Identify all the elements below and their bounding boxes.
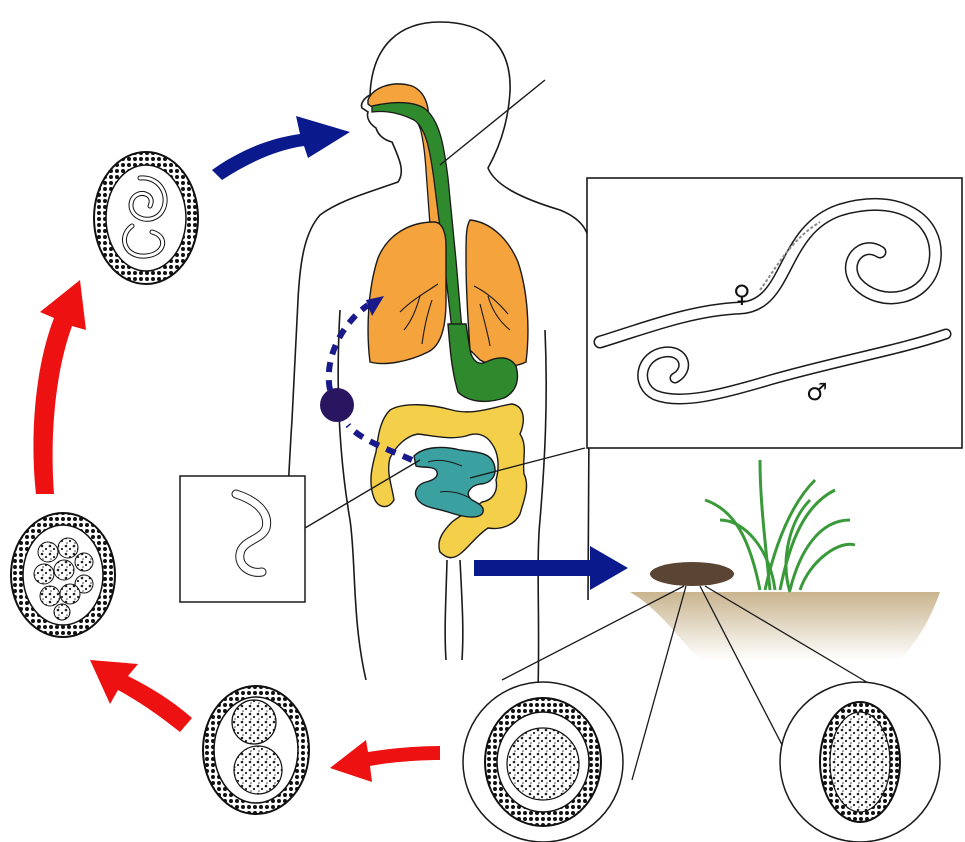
ingestion-arrow (212, 116, 350, 180)
fertilized-egg-circle (463, 682, 623, 842)
development-arrow-3 (33, 280, 86, 494)
egg-single-cell-icon (507, 728, 579, 800)
fecal-mass (650, 562, 734, 586)
larvated-egg (94, 152, 198, 284)
development-arrow-1 (330, 740, 440, 782)
unfertilized-egg-circle (780, 682, 940, 842)
soil-area (630, 562, 940, 660)
human-body-outline (283, 22, 590, 690)
two-cell-egg (203, 686, 309, 814)
liver-dot (320, 388, 354, 422)
egg-two-cell-icon (232, 700, 276, 744)
female-symbol: ♀ (733, 280, 751, 308)
multi-cell-egg (11, 513, 115, 637)
egg-unfertilized-icon (830, 712, 890, 812)
male-symbol: ♂ (806, 378, 828, 406)
excretion-arrow (474, 546, 628, 590)
right-lung (368, 222, 446, 364)
adult-worms-panel: ♀ ♂ (587, 178, 962, 448)
larva-panel (180, 476, 305, 602)
development-arrow-2 (90, 660, 192, 732)
left-lung (466, 220, 528, 366)
